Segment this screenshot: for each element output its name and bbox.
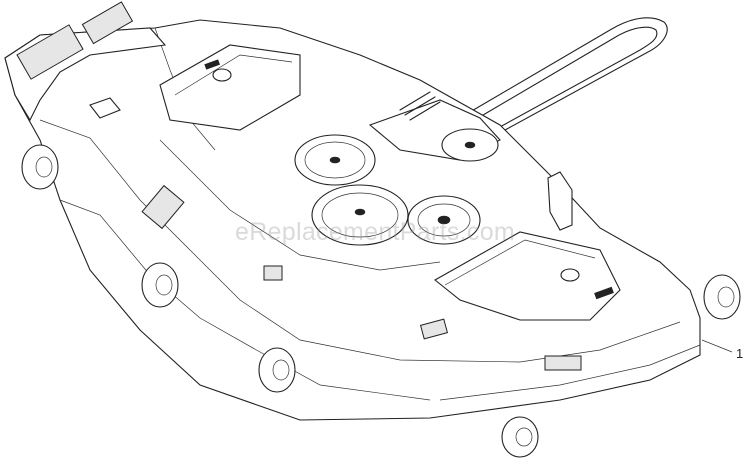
warning-decal-diamond [89, 97, 121, 119]
idler-arm-assembly [368, 91, 501, 162]
brand-decal-right [81, 1, 134, 45]
wheel-bottom [501, 416, 539, 458]
cover-knob-right [560, 268, 580, 282]
front-decal-c [544, 355, 582, 371]
deck-size-decal [141, 184, 185, 230]
watermark: eReplacementParts.com [235, 218, 516, 246]
left-spindle-cover [159, 44, 301, 131]
left-end-plate [4, 1, 185, 230]
right-bracket [547, 171, 573, 231]
tension-spring [399, 91, 441, 121]
wheel-center-front [258, 347, 296, 393]
front-decal-b [419, 318, 449, 340]
wheel-left-front [141, 262, 179, 308]
brand-decal-left [16, 24, 84, 80]
wheel-left-rear [21, 144, 59, 190]
right-spindle-pulley [407, 195, 481, 245]
large-spindle-pulley [311, 184, 409, 246]
cover-knob-left [212, 68, 232, 82]
callout-leader-1 [701, 339, 733, 353]
cover-slot-left [204, 59, 220, 70]
front-decal-a [263, 265, 283, 281]
right-spindle-cover [434, 231, 621, 321]
cover-slot-right [594, 286, 614, 300]
drive-belt [469, 17, 668, 131]
center-pulley [294, 134, 376, 186]
callout-label-1: 1 [736, 346, 744, 361]
front-decals [263, 265, 582, 371]
wheel-right [703, 274, 741, 320]
